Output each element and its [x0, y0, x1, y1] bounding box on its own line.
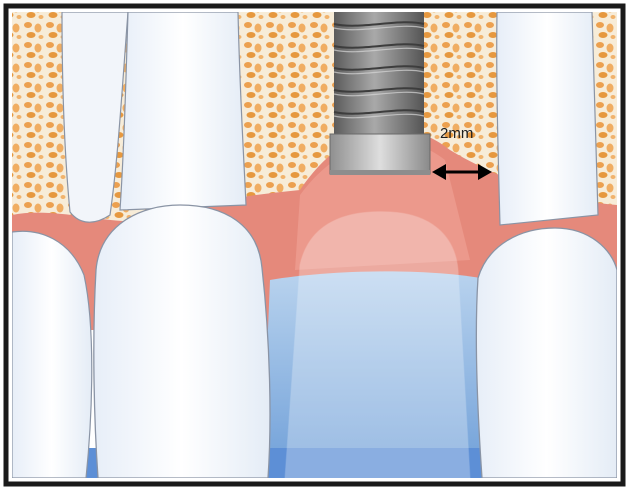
crown-outline [285, 212, 470, 478]
measurement-label: 2mm [440, 125, 473, 142]
left-central-root [120, 12, 246, 210]
right-central-root [497, 12, 598, 225]
left-lateral-tooth [12, 231, 92, 478]
left-central-tooth [94, 205, 270, 478]
dental-implant [330, 12, 430, 175]
implant-body [334, 12, 424, 142]
right-central-tooth [476, 228, 617, 478]
implant-platform [330, 170, 430, 175]
implant-collar [330, 134, 430, 174]
